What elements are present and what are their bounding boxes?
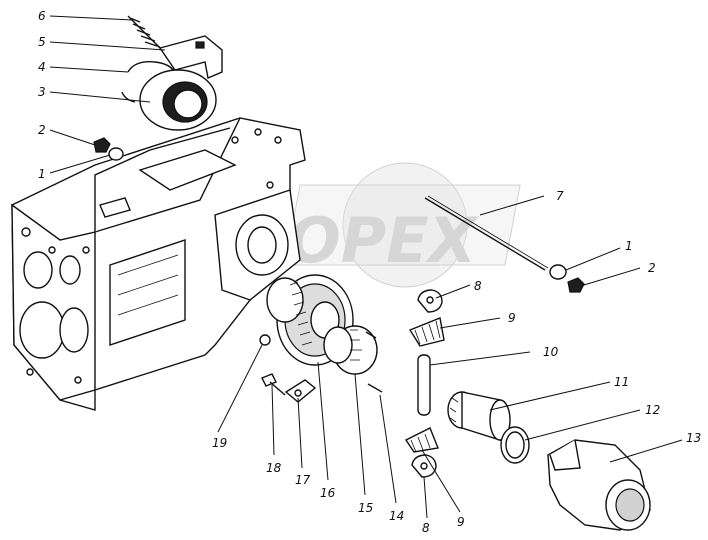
pinion-shaft	[417, 354, 431, 416]
callout-2-right: 2	[648, 261, 656, 275]
release-bearing	[139, 69, 217, 131]
callout-12: 12	[645, 403, 660, 417]
thrust-washer-bottom	[411, 454, 437, 478]
snap-ring	[500, 426, 530, 464]
callout-9-top: 9	[508, 311, 516, 325]
callout-17: 17	[295, 473, 311, 487]
callout-2-left: 2	[38, 123, 46, 137]
callout-6-top: 6	[38, 9, 46, 23]
shift-fork-bracket	[158, 35, 223, 79]
lock-plate	[284, 379, 317, 403]
ball	[259, 334, 271, 346]
leader-lines	[49, 15, 683, 519]
watermark-logo: OPEX	[284, 162, 521, 288]
callout-13: 13	[686, 431, 701, 445]
bolt	[261, 373, 286, 396]
nut-right	[549, 264, 585, 293]
differential-carrier	[323, 325, 378, 375]
callout-labels: 6 5 4 3 2 1 7 1 2 8 9 10 11 12 13 19 18 …	[38, 9, 701, 535]
callout-4-top: 4	[38, 60, 46, 74]
callout-5-top: 5	[38, 35, 46, 49]
callout-11: 11	[614, 375, 629, 389]
bevel-pinion-top	[408, 317, 445, 347]
callout-16: 16	[320, 486, 336, 500]
thrust-washer-top	[417, 289, 443, 313]
shift-rod	[424, 195, 549, 271]
callout-14: 14	[389, 509, 404, 523]
callout-18: 18	[266, 461, 282, 475]
callout-1-right: 1	[625, 239, 633, 253]
spring	[127, 15, 163, 51]
axle-sleeve	[447, 391, 511, 441]
callout-1-left: 1	[38, 167, 46, 181]
callout-7: 7	[556, 189, 564, 203]
watermark-text: OPEX	[288, 204, 479, 277]
locking-pin	[365, 331, 383, 393]
callout-8-bottom: 8	[422, 521, 430, 535]
axle-housing	[547, 439, 651, 531]
callout-3-top: 3	[38, 85, 46, 99]
gearbox-housing	[11, 117, 306, 411]
callout-15: 15	[358, 501, 373, 515]
nut-left	[93, 137, 124, 161]
callout-19: 19	[212, 436, 227, 450]
callout-9-bottom: 9	[457, 515, 465, 529]
callout-10: 10	[543, 345, 559, 359]
callout-8-top: 8	[474, 279, 482, 293]
bevel-pinion-bottom	[404, 427, 439, 453]
